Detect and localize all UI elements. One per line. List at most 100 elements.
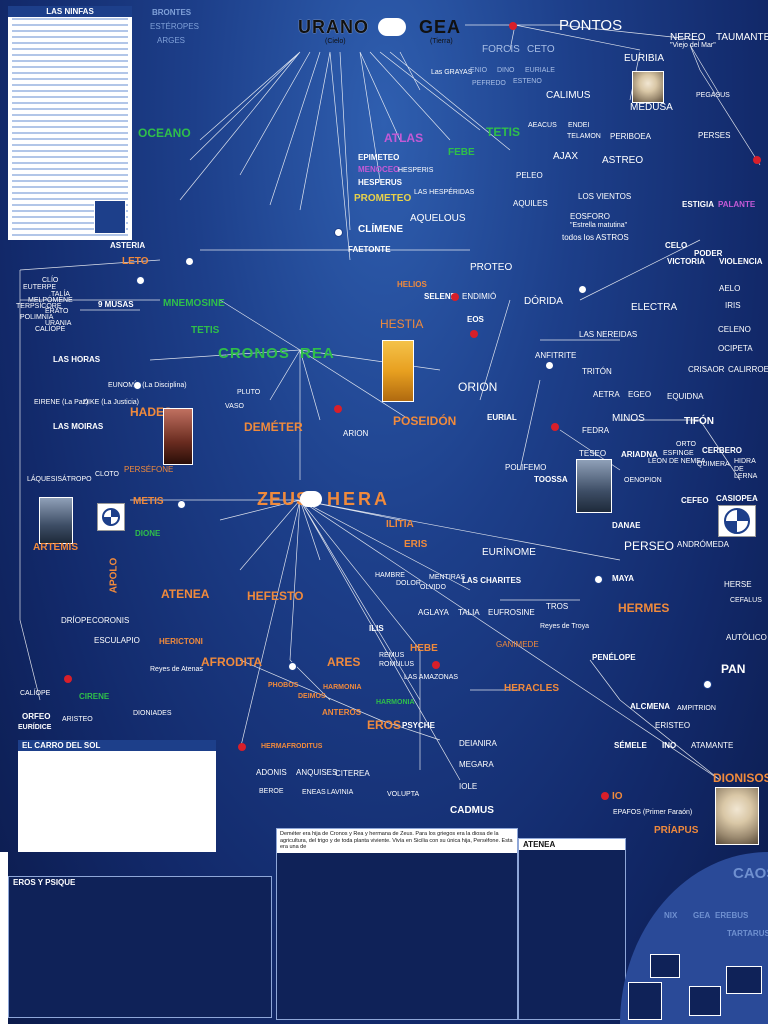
node-tartarus[interactable]: TARTARUS <box>727 929 768 938</box>
node-selene[interactable]: SELENE <box>424 292 457 301</box>
node-tetis-2[interactable]: TETIS <box>191 325 220 336</box>
node-ino[interactable]: INO <box>662 741 677 750</box>
node-estigia[interactable]: ESTIGIA <box>682 200 715 209</box>
node-dorida[interactable]: DÓRIDA <box>524 296 563 307</box>
node-hericton[interactable]: HERICTONI <box>159 637 203 646</box>
node-epimeteo[interactable]: EPIMETEO <box>358 153 400 162</box>
node-orfeo[interactable]: ORFEO <box>22 712 51 721</box>
node-crisaor[interactable]: CRISAOR <box>688 365 725 374</box>
node-ilitia[interactable]: ILITIA <box>386 519 414 530</box>
node-penelope[interactable]: PENÉLOPE <box>592 653 636 662</box>
node-calirroe[interactable]: CALIRROE <box>728 365 768 374</box>
node-cronos[interactable]: CRONOS <box>218 345 290 362</box>
node-equidna[interactable]: EQUIDNA <box>667 392 704 401</box>
node-casiopea[interactable]: CASIOPEA <box>716 494 758 503</box>
node-citerea[interactable]: CITEREA <box>335 769 370 778</box>
node-faetonte[interactable]: FAETONTE <box>348 245 391 254</box>
node-hebe[interactable]: HEBE <box>410 643 438 654</box>
node-eurial[interactable]: EURIAL <box>487 413 517 422</box>
node-aquelous[interactable]: AQUELOUS <box>410 213 466 224</box>
node-nix[interactable]: NIX <box>664 911 678 920</box>
node-electra[interactable]: ELECTRA <box>631 302 678 313</box>
node-hera[interactable]: HERA <box>327 489 391 509</box>
node-apolo[interactable]: APOLO <box>108 557 120 594</box>
node-cirene[interactable]: CIRENE <box>79 692 110 701</box>
node-deianira[interactable]: DEIANIRA <box>459 739 497 748</box>
node-egeo[interactable]: EGEO <box>628 390 652 399</box>
node-ares[interactable]: ARES <box>327 655 361 669</box>
node-iole[interactable]: IOLE <box>459 782 478 791</box>
node-heracles[interactable]: HERACLES <box>504 683 560 694</box>
node-calimus[interactable]: CALIMUS <box>546 90 591 101</box>
node-aetra[interactable]: AETRA <box>593 390 620 399</box>
node-coronis[interactable]: CORONIS <box>92 616 130 625</box>
node-danae[interactable]: DANAE <box>612 521 641 530</box>
node-arion[interactable]: ARION <box>343 429 369 438</box>
node-hefesto[interactable]: HEFESTO <box>247 589 304 603</box>
node-menoceo[interactable]: MENOCEO <box>358 165 400 174</box>
node-aquiles[interactable]: AQUILES <box>513 199 548 208</box>
node-teseo[interactable]: TESEO <box>579 449 607 458</box>
node-eros[interactable]: EROS <box>367 718 402 732</box>
node-endimio[interactable]: ENDIMIÓ <box>462 292 497 301</box>
node-megara[interactable]: MEGARA <box>459 760 494 769</box>
node-adonis[interactable]: ADONIS <box>256 768 287 777</box>
node-febe[interactable]: FEBE <box>448 147 475 158</box>
node-esculapio[interactable]: ESCULAPIO <box>94 636 140 645</box>
node-peleo[interactable]: PELEO <box>516 171 543 180</box>
node-poseidon[interactable]: POSEIDÓN <box>393 414 457 428</box>
node-anfitrite[interactable]: ANFITRITE <box>535 351 577 360</box>
node-cefeo[interactable]: CEFEO <box>681 496 709 505</box>
node-metis[interactable]: METIS <box>133 496 164 507</box>
node-orion[interactable]: ORION <box>458 380 498 394</box>
node-zeus[interactable]: ZEUS <box>257 489 310 509</box>
node-ilis[interactable]: ILIS <box>369 624 384 633</box>
node-las-moiras[interactable]: LAS MOIRAS <box>53 422 104 431</box>
node-caos[interactable]: CAOS <box>733 865 768 882</box>
node-taumante[interactable]: TAUMANTE <box>716 32 768 43</box>
node-gea-small[interactable]: GEA <box>693 911 711 920</box>
node-polifemo[interactable]: POLIFEMO <box>505 463 547 472</box>
node-eos[interactable]: EOS <box>467 315 484 324</box>
node-anteros[interactable]: ANTEROS <box>322 708 362 717</box>
node-ariadna[interactable]: ARIADNA <box>621 450 658 459</box>
node-andromeda[interactable]: ANDRÓMEDA <box>677 540 730 549</box>
node-driope[interactable]: DRÍOPE <box>61 616 92 625</box>
node-afrodita[interactable]: AFRODITA <box>201 655 263 669</box>
node-climene[interactable]: CLÍMENE <box>358 224 403 235</box>
node-hades[interactable]: HADES <box>130 405 173 419</box>
node-io[interactable]: IO <box>612 791 623 802</box>
node-hesperus[interactable]: HESPERUS <box>358 178 403 187</box>
node-ceto[interactable]: CETO <box>527 44 555 55</box>
node-las-horas[interactable]: LAS HORAS <box>53 355 101 364</box>
node-rea[interactable]: REA <box>300 345 335 362</box>
node-ganimede[interactable]: GANIMEDE <box>496 640 539 649</box>
node-asteria[interactable]: ASTERIA <box>110 241 146 250</box>
node-atamante[interactable]: ATAMANTE <box>691 741 734 750</box>
node-oceano[interactable]: OCEANO <box>138 126 191 140</box>
node-forcis[interactable]: FORCIS <box>482 44 520 55</box>
node-cerbero[interactable]: CERBERO <box>702 446 743 455</box>
node-alcmena[interactable]: ALCMENA <box>630 702 670 711</box>
node-eosforo[interactable]: EOSFORO <box>570 212 611 221</box>
node-proteo[interactable]: PROTEO <box>470 262 513 273</box>
node-erebus[interactable]: EREBUS <box>715 911 749 920</box>
node-perseo[interactable]: PERSEO <box>624 539 675 553</box>
node-ajax[interactable]: AJAX <box>553 151 579 162</box>
node-hestia[interactable]: HESTIA <box>380 317 424 331</box>
node-gea[interactable]: GEA <box>419 17 462 37</box>
node-tifon[interactable]: TIFÓN <box>684 416 714 427</box>
node-fedra[interactable]: FEDRA <box>582 426 610 435</box>
node-atlas[interactable]: ATLAS <box>384 131 424 145</box>
node-priapus[interactable]: PRÍAPUS <box>654 825 699 836</box>
node-nereo[interactable]: NEREO <box>670 32 706 43</box>
node-tros[interactable]: TROS <box>546 602 569 611</box>
node-leto[interactable]: LETO <box>122 256 149 267</box>
node-musas[interactable]: 9 MUSAS <box>98 300 134 309</box>
node-hermes[interactable]: HERMES <box>618 601 670 615</box>
node-mnemosine[interactable]: MNEMOSINE <box>163 298 225 309</box>
node-perses[interactable]: PERSES <box>698 131 731 140</box>
node-demeter[interactable]: DEMÉTER <box>244 420 303 434</box>
node-minos[interactable]: MINOS <box>612 413 645 424</box>
node-palante[interactable]: PALANTE <box>718 200 756 209</box>
